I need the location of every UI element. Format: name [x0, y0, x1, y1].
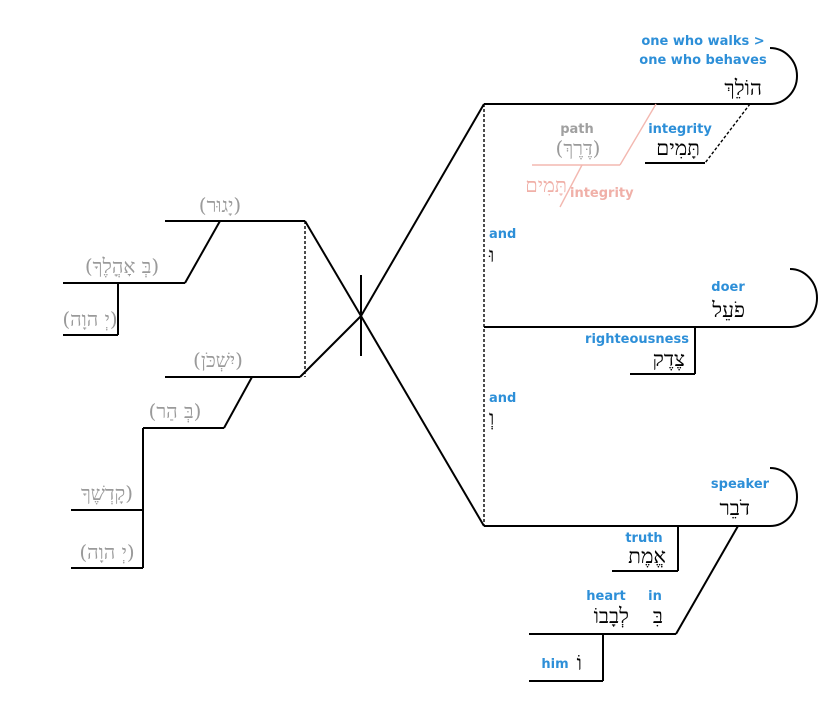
be-har-word: (בְּ הַר): [149, 399, 202, 423]
him-word: וֹ: [577, 651, 582, 675]
and-1-word: וּ: [488, 243, 494, 267]
holekh-baseline: [484, 47, 798, 105]
tamim-word: תָּמִים: [656, 136, 700, 160]
be-word: בִּ: [653, 604, 663, 628]
yishkon-modifier-slant: [223, 376, 253, 429]
right-upper-fork: [360, 103, 485, 317]
left-upper-fork: [304, 220, 362, 317]
dover-group: speaker דֹבֵר truth אֱמֶת heart in בִּ ל…: [484, 467, 798, 682]
yhwh-1-word: (יְ הוָה): [62, 307, 117, 331]
left-clause: (יָגוּר) (בְּ אָהֳלֶךָ) (יְ הוָה) (יִשְׁ…: [62, 193, 362, 569]
levavo-word: לְבָבוֹ: [594, 604, 629, 628]
holekh-gloss-line1: one who walks >: [641, 34, 764, 49]
and-2-gloss: and: [489, 391, 516, 406]
tamim-faint-slant: [559, 164, 583, 208]
yhwh-2-word: (יְ הוָה): [79, 540, 134, 564]
poel-group: doer פֹעֵל righteousness צֶדֶק: [484, 268, 818, 375]
heart-gloss: heart: [586, 589, 625, 604]
yishkon-word: (יִשְׁכֹּן): [193, 348, 243, 372]
tamim-faint-word: תָּמִים: [525, 173, 567, 197]
bilvavo-slant: [675, 525, 739, 635]
derekh-faint-slant: [619, 103, 657, 166]
dover-word: דֹבֵר: [719, 496, 750, 520]
tamim-faint-gloss: integrity: [570, 186, 634, 201]
emet-word: אֱמֶת: [628, 544, 666, 568]
poel-gloss: doer: [711, 280, 745, 295]
poel-word: פֹעֵל: [711, 298, 745, 322]
poel-baseline: [484, 268, 818, 328]
tamim-dashed-slant: [704, 103, 751, 164]
him-gloss: him: [541, 657, 568, 672]
derekh-word: (דֶּרֶךְ): [556, 136, 601, 160]
holekh-group: one who walks > one who behaves הוֹלֵךְ …: [484, 34, 798, 208]
right-lower-fork: [360, 315, 485, 527]
tsedeq-word: צֶדֶק: [653, 347, 685, 371]
holekh-word: הוֹלֵךְ: [724, 76, 762, 100]
tsedeq-gloss: righteousness: [585, 332, 689, 347]
holekh-gloss-line2: one who behaves: [639, 53, 767, 68]
tamim-gloss: integrity: [648, 122, 712, 137]
and-2-word: וְ: [489, 406, 494, 430]
emet-gloss: truth: [625, 531, 662, 546]
in-gloss: in: [648, 589, 662, 604]
left-lower-hook: [299, 371, 306, 378]
dover-gloss: speaker: [711, 477, 770, 492]
yagur-modifier-slant: [184, 220, 221, 284]
derekh-gloss: path: [560, 122, 594, 137]
left-lower-fork: [304, 315, 362, 373]
be-ohalekha-word: (בְּ אָהֳלֶךָ): [85, 254, 159, 278]
and-1-gloss: and: [489, 227, 516, 242]
dover-baseline: [484, 467, 798, 527]
yagur-word: (יָגוּר): [199, 193, 241, 217]
qodshekha-word: קָדְשֶׁךָ): [81, 481, 133, 505]
